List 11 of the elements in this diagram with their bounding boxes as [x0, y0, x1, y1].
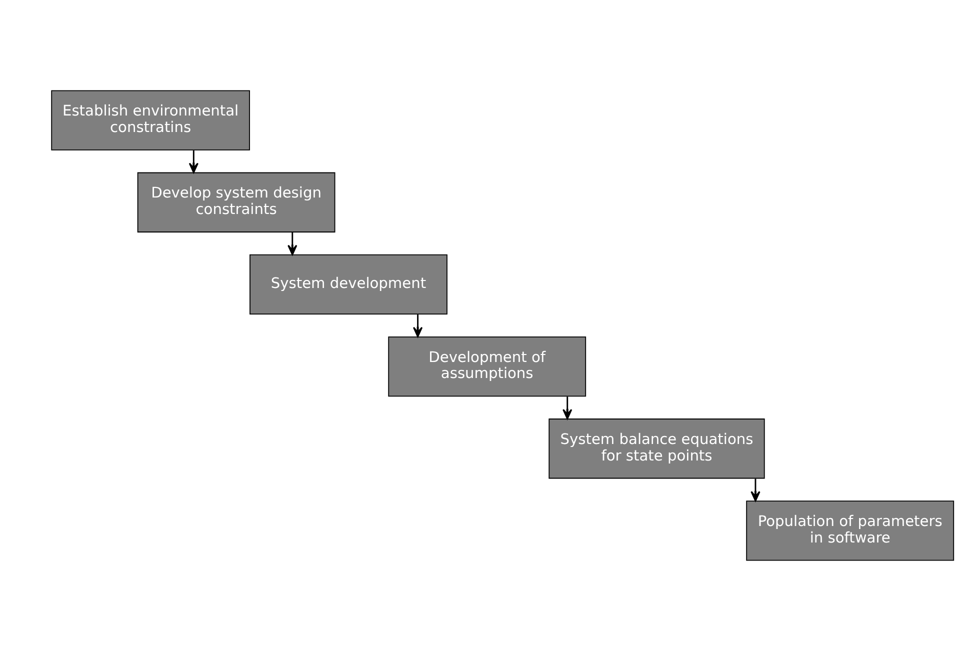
- node-box: Population of parameters in software: [746, 500, 954, 561]
- arrow: [188, 150, 198, 174]
- arrow: [288, 232, 298, 256]
- node-box: System balance equations for state points: [548, 418, 765, 479]
- arrow: [562, 396, 572, 420]
- node-box: Develop system design constraints: [137, 172, 336, 232]
- node-box: Development of assumptions: [388, 336, 586, 397]
- node-box: Establish environmental constratins: [51, 90, 250, 150]
- arrow: [750, 478, 760, 502]
- node-box: System development: [250, 254, 448, 315]
- arrow: [412, 314, 423, 338]
